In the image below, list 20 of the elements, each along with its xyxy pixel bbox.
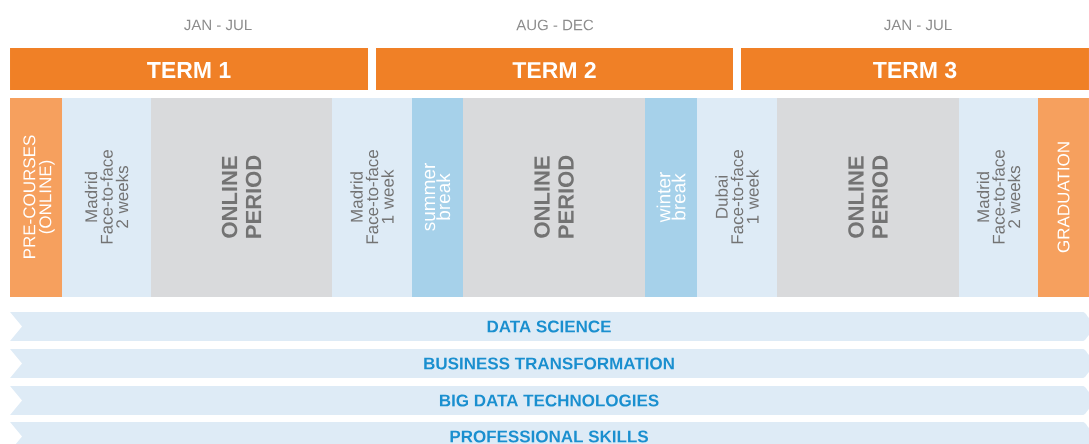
graduation-segment: GRADUATION [1038, 98, 1089, 297]
term-bar: TERM 3 [741, 48, 1089, 90]
face-to-face-segment: Dubai Face-to-face 1 week [697, 98, 777, 297]
face-to-face-segment: Madrid Face-to-face 2 weeks [62, 98, 151, 297]
track-band: PROFESSIONAL SKILLS [10, 422, 1089, 444]
face-to-face-segment: Madrid Face-to-face 2 weeks [959, 98, 1038, 297]
face-to-face-segment: Madrid Face-to-face 1 week [332, 98, 412, 297]
break-segment: summer break [412, 98, 463, 297]
term-bar: TERM 1 [10, 48, 368, 90]
period-label: AUG - DEC [516, 19, 594, 31]
online-period-segment: ONLINE PERIOD [151, 98, 332, 297]
online-period-segment: ONLINE PERIOD [777, 98, 959, 297]
track-band: BIG DATA TECHNOLOGIES [10, 386, 1089, 415]
track-band: DATA SCIENCE [10, 312, 1089, 341]
online-period-segment: ONLINE PERIOD [463, 98, 645, 297]
track-band: BUSINESS TRANSFORMATION [10, 349, 1089, 378]
break-segment: winter break [645, 98, 697, 297]
period-label: JAN - JUL [884, 19, 952, 31]
period-label: JAN - JUL [184, 19, 252, 31]
term-bar: TERM 2 [376, 48, 733, 90]
